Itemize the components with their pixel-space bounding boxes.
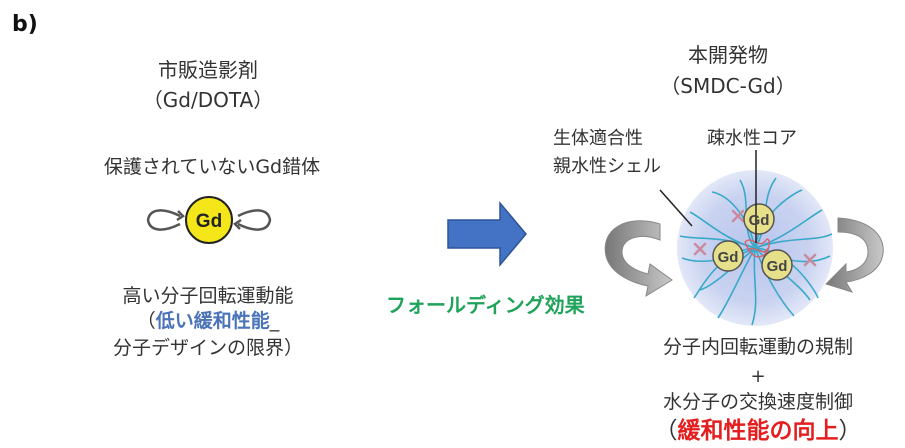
gd-ion-right-1 — [743, 203, 775, 235]
rotate-right-arrow-icon — [233, 209, 272, 231]
panel-label: b) — [12, 12, 38, 37]
gd-text-right-2: Gd — [718, 249, 739, 266]
result-line3: （緩和性能の向上） — [654, 418, 862, 444]
gd-ion-right-3 — [761, 249, 793, 281]
left-description-line3: 分子デザインの限界） — [112, 337, 304, 359]
gd-ion-right-2 — [712, 240, 744, 272]
left-title: 市販造影剤 — [158, 58, 258, 82]
right-title: 本開発物 — [688, 43, 768, 67]
gd-text-right-3: Gd — [767, 258, 788, 275]
improved-relaxivity-emphasis: 緩和性能の向上 — [677, 418, 839, 444]
biocompatible-label: 生体適合性 — [553, 128, 643, 149]
folding-effect-label: フォールディング効果 — [386, 293, 585, 317]
transition-arrow-icon — [447, 200, 527, 268]
result-line2: 水分子の交換速度制御 — [662, 391, 854, 413]
left-description-line1: 高い分子回転運動能 — [122, 285, 294, 307]
blocked-rotation-marks — [693, 209, 817, 267]
hydrophilic-shell-label: 親水性シェル — [553, 156, 661, 177]
left-description-line2: （低い緩和性能_ — [136, 310, 280, 332]
rotate-left-arrow-icon — [146, 209, 185, 231]
result-line1: 分子内回転運動の規制 — [662, 336, 854, 358]
result-plus: + — [750, 366, 766, 387]
shell-pointer-line — [659, 189, 693, 227]
gd-ion-left — [185, 196, 233, 244]
left-subtitle: （Gd/DOTA） — [142, 88, 274, 112]
right-subtitle: （SMDC-Gd） — [660, 74, 796, 98]
hydrophobic-core-label: 疎水性コア — [707, 128, 797, 149]
gd-text-right-1: Gd — [749, 212, 770, 229]
low-relaxivity-emphasis: 低い緩和性能 — [155, 310, 270, 332]
gd-text-left: Gd — [196, 211, 222, 232]
rotate-arrow-right-gray-icon — [825, 217, 884, 293]
unprotected-complex-label: 保護されていないGd錯体 — [103, 156, 321, 178]
rotate-arrow-left-gray-icon — [604, 220, 673, 298]
